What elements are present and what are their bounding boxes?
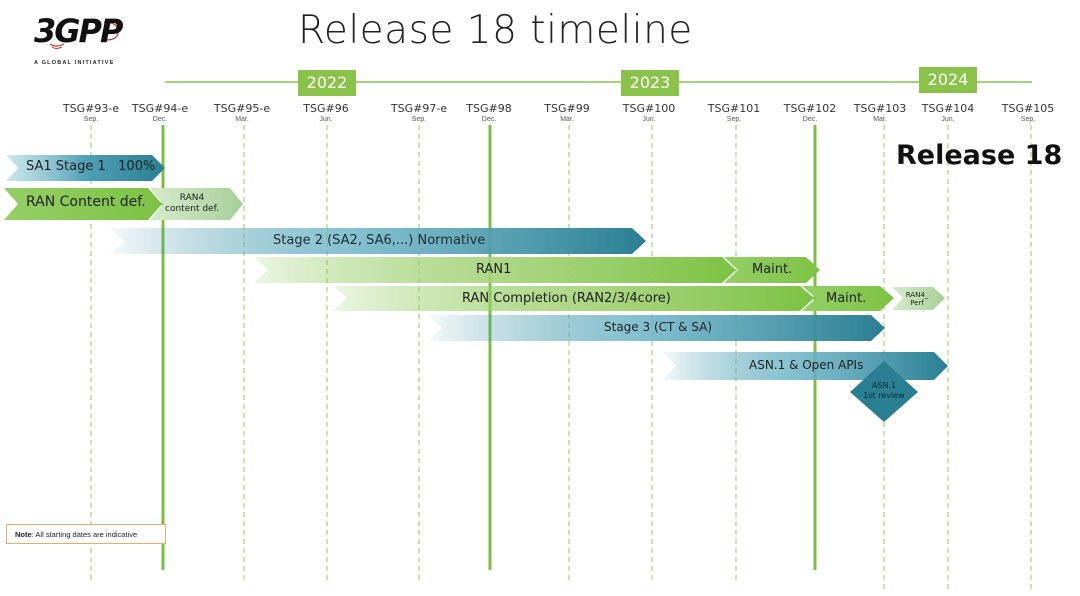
bar-label-line: RAN4	[179, 193, 205, 203]
year-badge: 2023	[621, 70, 679, 96]
milestone-label-line: 1st review	[863, 391, 905, 400]
meeting-month: Mar.	[560, 116, 574, 123]
meeting-month: Dec.	[152, 116, 168, 123]
bar-label: Stage 2 (SA2, SA6,...) Normative	[273, 233, 486, 248]
year-badge: 2022	[298, 70, 356, 96]
bar-stage2	[110, 228, 646, 254]
meeting-month: Dec.	[481, 116, 497, 123]
year-badge: 2024	[919, 67, 977, 93]
meeting-name: TSG#104	[921, 102, 975, 115]
note-bold: Note	[15, 530, 32, 539]
bar-label: RAN1	[476, 262, 512, 277]
milestone-label-line: ASN.1	[871, 381, 897, 390]
meeting-name: TSG#101	[707, 102, 761, 115]
meeting-name: TSG#97-e	[390, 102, 448, 115]
meeting-month: Mar.	[873, 116, 887, 123]
logo-3gpp: 3GPP	[34, 12, 123, 50]
bar-ran-completion-maint	[802, 286, 894, 311]
bar-label: Maint.	[826, 291, 867, 306]
bar-label-line: Perf	[910, 299, 924, 307]
bar-label: ASN.1 & Open APIs	[749, 358, 864, 372]
release-label: Release 18	[896, 140, 1063, 171]
bar-ran4-content-def	[150, 188, 243, 220]
meeting-name: TSG#103	[853, 102, 907, 115]
bar-label-line: RAN4_	[905, 291, 929, 299]
bar-ran-completion	[333, 286, 814, 311]
bar-ran1-maint	[724, 257, 820, 283]
meeting-month: Sep.	[83, 116, 99, 123]
meeting-month: Jun.	[319, 116, 333, 123]
note-text: : All starting dates are indicative	[31, 530, 138, 539]
meeting-name: TSG#93-e	[62, 102, 120, 115]
bar-label: SA1 Stage 1 100%	[26, 159, 156, 174]
bar-stage3	[428, 315, 885, 341]
meeting-month: Sep.	[1020, 116, 1036, 123]
meeting-name: TSG#99	[544, 102, 590, 115]
meeting-name: TSG#102	[783, 102, 837, 115]
meeting-name: TSG#95-e	[213, 102, 271, 115]
bar-label-line: content def.	[165, 204, 219, 214]
bar-label: RAN Content def.	[26, 194, 146, 210]
meeting-month: Dec.	[802, 116, 818, 123]
meeting-name: TSG#96	[303, 102, 349, 115]
bar-sa1-stage1	[6, 155, 165, 181]
bar-label: Stage 3 (CT & SA)	[604, 320, 713, 334]
bar-label: Maint.	[752, 262, 793, 277]
bar-ran4-perf	[892, 287, 945, 310]
meeting-name: TSG#100	[622, 102, 676, 115]
meeting-month: Mar.	[235, 116, 249, 123]
meeting-name: TSG#94-e	[131, 102, 189, 115]
bar-ran1	[254, 257, 736, 283]
meeting-month: Sep.	[411, 116, 427, 123]
bar-ran-content-def	[4, 188, 162, 220]
meeting-month: Sep.	[726, 116, 742, 123]
page-title: Release 18 timeline	[298, 8, 693, 53]
meeting-name: TSG#98	[466, 102, 512, 115]
bar-label: RAN4_Perf	[900, 291, 934, 307]
logo-tagline: A GLOBAL INITIATIVE	[34, 60, 115, 66]
milestone-asn1-diamond	[850, 361, 918, 422]
note-box: Note: All starting dates are indicative	[6, 524, 166, 544]
logo-mark	[49, 21, 119, 49]
meeting-month: Jun.	[642, 116, 656, 123]
meeting-month: Jun.	[941, 116, 955, 123]
bar-label: RAN Completion (RAN2/3/4core)	[462, 291, 671, 306]
meeting-name: TSG#105	[1001, 102, 1055, 115]
